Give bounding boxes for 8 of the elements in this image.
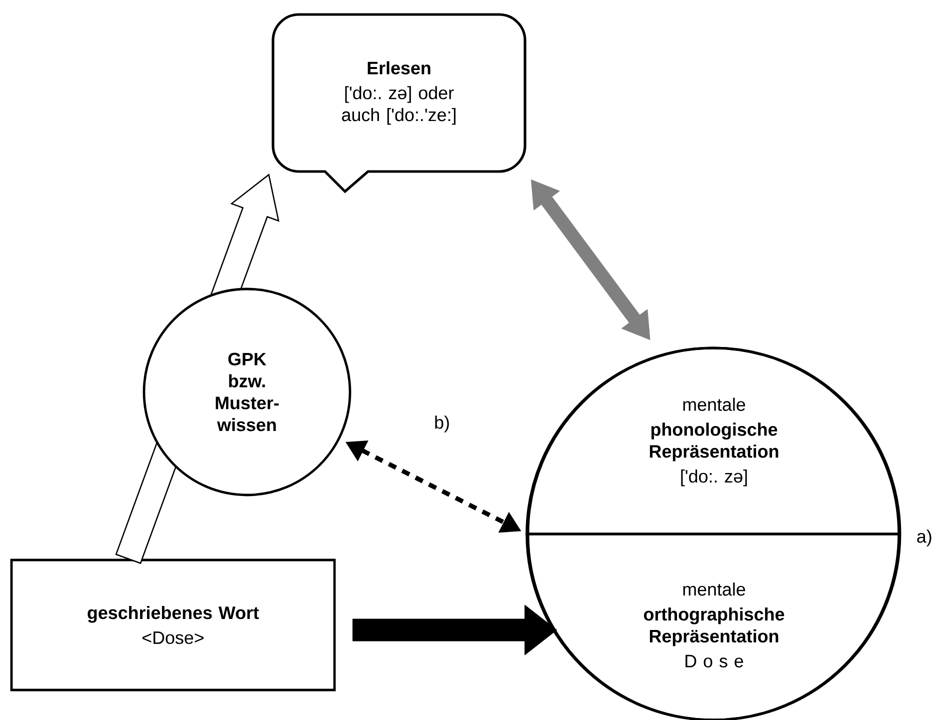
arrow <box>530 179 650 340</box>
edge-label: b) <box>432 414 452 434</box>
word-box: geschriebenes Wort <Dose> <box>10 558 336 692</box>
arrow <box>352 604 558 656</box>
callout-letter: a) <box>917 530 932 546</box>
speech-bubble: Erlesen ['do:. zə] oder auch ['do:.'ze:] <box>272 13 526 193</box>
representation-half: mentale orthographische Repräsentation D o s e <box>526 532 900 720</box>
representation-half: mentale phonologische Repräsentation ['do:. zə] <box>526 346 900 536</box>
